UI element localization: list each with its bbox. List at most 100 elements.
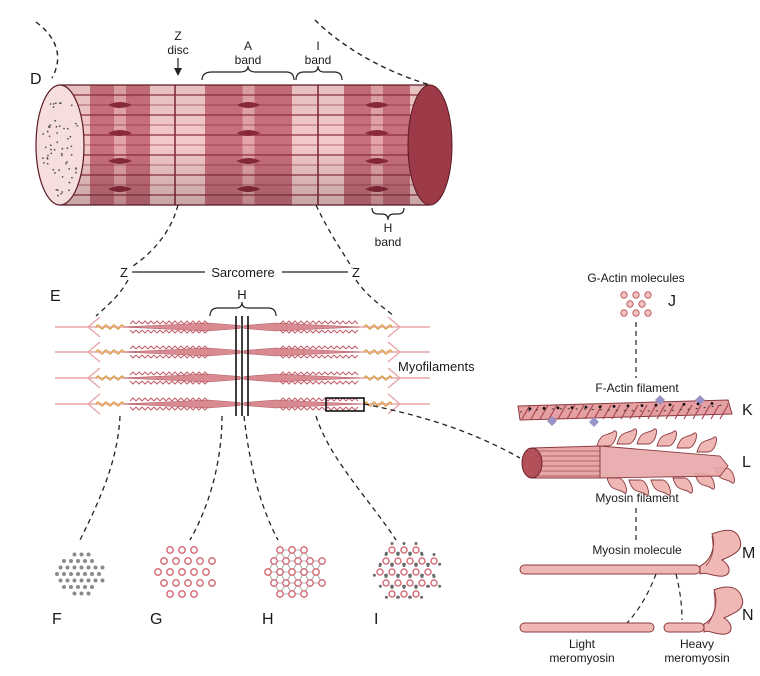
end-dot — [61, 154, 63, 157]
myosin-head — [147, 397, 155, 411]
end-dot — [44, 146, 47, 149]
end-dot — [56, 132, 59, 134]
myosin-ring — [412, 590, 420, 598]
muscle-fiber-cylinder: Z disc A band I band H band D — [30, 19, 453, 249]
i-band-label-2: band — [305, 53, 332, 67]
myosin-head — [321, 345, 329, 359]
actin-twist — [521, 404, 531, 420]
end-dot — [76, 124, 79, 127]
actin-dot — [86, 591, 91, 596]
actin-dot — [408, 595, 412, 599]
myosin-head — [345, 371, 353, 385]
g-actin-molecule — [632, 291, 640, 299]
myosin-head — [129, 397, 137, 411]
myosin-ring — [430, 579, 438, 587]
h-band-bracket — [371, 207, 405, 221]
binding-site — [598, 405, 602, 409]
myosin-head — [339, 320, 347, 334]
myosin-ring — [306, 557, 314, 565]
myosin-head — [351, 320, 359, 334]
myosin-head — [189, 345, 197, 359]
myosin-head — [279, 320, 287, 334]
myosin-head — [291, 397, 299, 411]
end-dot — [69, 135, 72, 138]
myosin-head — [165, 320, 173, 334]
myosin-head — [153, 397, 161, 411]
tropomyosin-strand — [519, 403, 729, 413]
myosin-ring — [376, 568, 384, 576]
myosin-head — [201, 397, 209, 411]
actin-dot — [402, 542, 406, 545]
myosin-head — [297, 397, 305, 411]
cross-section-i — [372, 542, 442, 599]
myosin-ring — [282, 557, 290, 565]
myosin-ring — [166, 590, 174, 598]
myosin-filament — [521, 428, 735, 496]
myosin-ring — [424, 568, 432, 576]
titin-spring-left — [95, 349, 125, 355]
myosin-ring — [160, 579, 168, 587]
myosin-head — [676, 432, 697, 449]
titin-spring-right — [363, 349, 393, 355]
end-dot — [50, 148, 52, 151]
g-actin-molecules — [620, 291, 652, 317]
myosin-head — [129, 320, 137, 334]
end-dot — [74, 122, 77, 125]
h-zone-label: H — [237, 287, 246, 302]
end-dot — [46, 130, 49, 133]
binding-site — [570, 406, 574, 409]
myosin-head — [321, 371, 329, 385]
myosin-head — [303, 397, 311, 411]
myosin-head — [672, 477, 693, 494]
troponin-complex — [589, 417, 599, 427]
end-dot — [65, 162, 67, 165]
myosin-head — [297, 371, 305, 385]
actin-twist — [539, 404, 549, 420]
myosin-ring — [270, 557, 278, 565]
myosin-head — [165, 371, 173, 385]
myosin-ring — [196, 557, 204, 565]
actin-dot — [384, 575, 388, 578]
myosin-head — [327, 371, 335, 385]
myosin-head — [201, 320, 209, 334]
z-line-branch — [87, 341, 401, 363]
myosin-head — [159, 397, 167, 411]
binding-site — [696, 402, 700, 406]
myosin-ring — [382, 579, 390, 587]
myosin-ring — [412, 568, 420, 576]
end-dot — [47, 154, 49, 157]
z-line-branch — [87, 316, 401, 338]
myosin-molecule — [519, 529, 742, 577]
end-dot — [58, 125, 61, 128]
actin-dot — [414, 586, 418, 589]
myosin-head — [303, 320, 311, 334]
binding-site — [640, 404, 644, 407]
myosin-head — [333, 320, 341, 334]
actin-dot — [414, 542, 418, 545]
myosin-ring — [288, 546, 296, 554]
end-dot — [54, 171, 56, 174]
actin-dot — [58, 565, 63, 570]
light-meromyosin-label: Light — [569, 637, 596, 651]
myosin-head — [616, 428, 637, 445]
end-dot — [66, 161, 68, 163]
myosin-head — [141, 345, 149, 359]
myosin-ring — [300, 568, 308, 576]
end-dot — [52, 168, 55, 171]
myosin-head — [147, 371, 155, 385]
binding-site — [668, 403, 672, 407]
actin-dot — [79, 578, 84, 583]
myosin-head — [279, 397, 287, 411]
actin-dot — [432, 553, 436, 556]
myosin-head — [183, 397, 191, 411]
titin-spring-left — [95, 401, 125, 407]
end-dot — [48, 135, 51, 138]
myosin-head — [309, 371, 317, 385]
myosin-ring — [166, 546, 174, 554]
end-dot — [67, 137, 69, 140]
myosin-head — [153, 345, 161, 359]
myosin-head — [159, 320, 167, 334]
end-dot — [52, 103, 55, 105]
actin-twist — [584, 404, 594, 420]
